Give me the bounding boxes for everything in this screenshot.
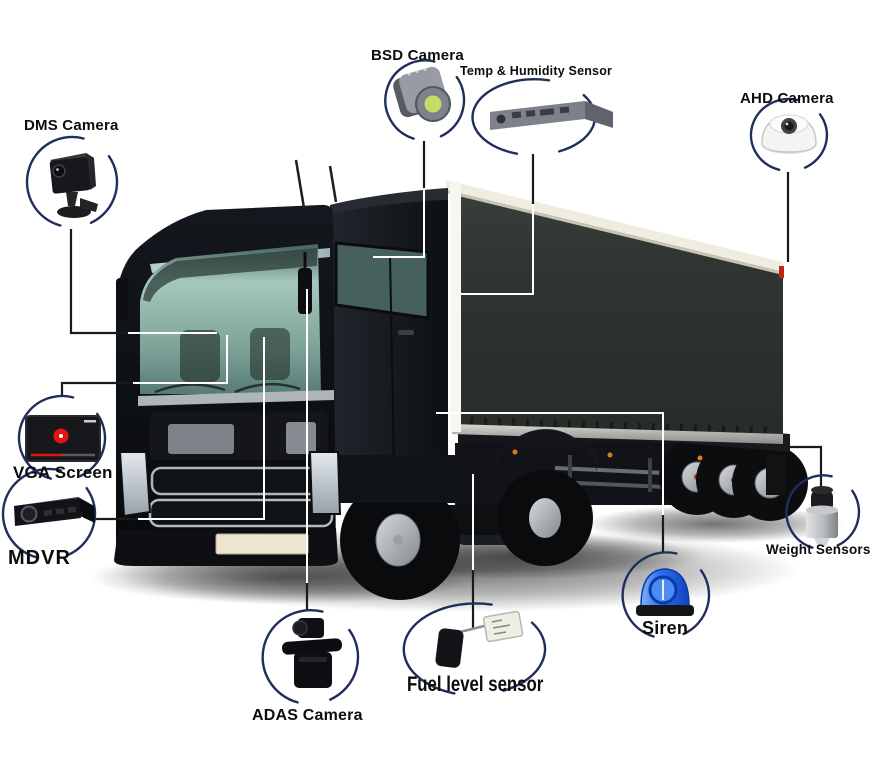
ring-arc [558, 94, 597, 153]
door-handle [398, 330, 414, 335]
vga-connector [133, 335, 228, 384]
door-seam [389, 255, 395, 469]
weight-sensor-ring [785, 474, 861, 549]
grille-slat [148, 498, 334, 528]
bsd-camera-ring [384, 59, 466, 140]
ring-arc [89, 155, 119, 224]
siren-connector [436, 412, 664, 515]
ring-arc [25, 135, 85, 227]
siren-icon [636, 568, 694, 616]
right-mirror [298, 268, 312, 314]
ring-arc [261, 608, 324, 704]
seat-silhouette [250, 328, 290, 380]
windshield-tint-band [143, 248, 317, 302]
fuel-level-sensor-label: Fuel level sensor [407, 673, 544, 696]
adas-camera-ring [261, 608, 360, 704]
ring-arc [785, 474, 833, 549]
ring-arc [682, 569, 711, 636]
connector-lines [60, 141, 823, 629]
dms-connector [69, 229, 128, 335]
license-plate [215, 533, 309, 555]
siren-ring [621, 551, 711, 638]
mudflap [766, 455, 786, 495]
ring-arc [79, 412, 107, 478]
ring-arc [384, 59, 436, 140]
antenna [328, 165, 338, 203]
vga-screen-label: VGA Screen [13, 463, 113, 482]
windshield-trim [138, 390, 334, 406]
trailer-top-rail [446, 180, 783, 272]
trailer-curtain [452, 183, 783, 441]
fuel-sensor-ring [402, 602, 547, 695]
bsd-camera-label: BSD Camera [371, 47, 464, 64]
curtain-buckles [469, 417, 779, 435]
headlight-right [308, 451, 342, 515]
temp-connector [461, 204, 534, 295]
side-marker [697, 455, 703, 461]
siren-label: Siren [642, 618, 689, 638]
temp-sensor-ring [471, 78, 597, 155]
weight-sensors-label: Weight Sensors [766, 542, 871, 557]
ring-arc [749, 97, 800, 171]
ring-arc [439, 75, 466, 138]
mdvr-connector [138, 337, 265, 520]
vga-connector [60, 381, 133, 397]
dms-camera-label: DMS Camera [24, 117, 119, 134]
fuel-level-sensor-icon [435, 610, 524, 668]
headlight-left [118, 451, 152, 518]
trailer-bottom-rail [452, 424, 783, 444]
grille-slat [150, 466, 332, 496]
ring-arc [836, 489, 861, 547]
cab-skirt [335, 455, 460, 503]
grille-vent [168, 424, 234, 454]
left-mirror [116, 278, 128, 320]
adas-camera-label: ADAS Camera [252, 707, 363, 724]
temp-humidity-sensor-label: Temp & Humidity Sensor [460, 64, 613, 78]
trailer-front-post [450, 182, 461, 432]
drive-fender [495, 429, 597, 472]
weight-sensor-icon [806, 486, 838, 546]
side-window [334, 241, 430, 320]
adas-camera-icon [282, 618, 343, 688]
bsd-camera-icon [393, 66, 451, 122]
ring-arc [402, 602, 493, 695]
wiper [154, 383, 226, 394]
ahd-camera-ring [749, 97, 829, 171]
ring-arc [1, 467, 63, 559]
dms-camera-ring [25, 135, 119, 227]
ring-arc [67, 487, 97, 556]
ring-arc [621, 551, 678, 638]
drive-hub [529, 498, 561, 538]
ring-arc [502, 621, 547, 692]
mdvr-label: MDVR [8, 547, 71, 569]
bsd-connector [373, 188, 425, 258]
grille-vent [286, 422, 316, 454]
antenna [294, 159, 306, 209]
ahd-camera-icon [761, 114, 817, 154]
rail-shade [446, 190, 783, 275]
ahd-camera-label: AHD Camera [740, 90, 834, 107]
vga-screen-icon [25, 415, 101, 462]
temp-humidity-sensor-icon [490, 101, 613, 130]
cab-side [330, 188, 448, 470]
side-marker [607, 452, 613, 458]
dms-camera-icon [49, 153, 98, 218]
side-marker [512, 449, 518, 455]
wiper [234, 382, 301, 394]
ring-arc [471, 78, 551, 155]
rear-marker [779, 266, 784, 278]
mdvr-icon [14, 497, 95, 526]
ring-arc [329, 628, 360, 701]
seat-silhouette [180, 330, 220, 382]
ring-arc [803, 113, 829, 169]
roof-deflector [330, 188, 448, 214]
hub-cap [393, 535, 403, 545]
mdvr-ring [1, 467, 97, 559]
